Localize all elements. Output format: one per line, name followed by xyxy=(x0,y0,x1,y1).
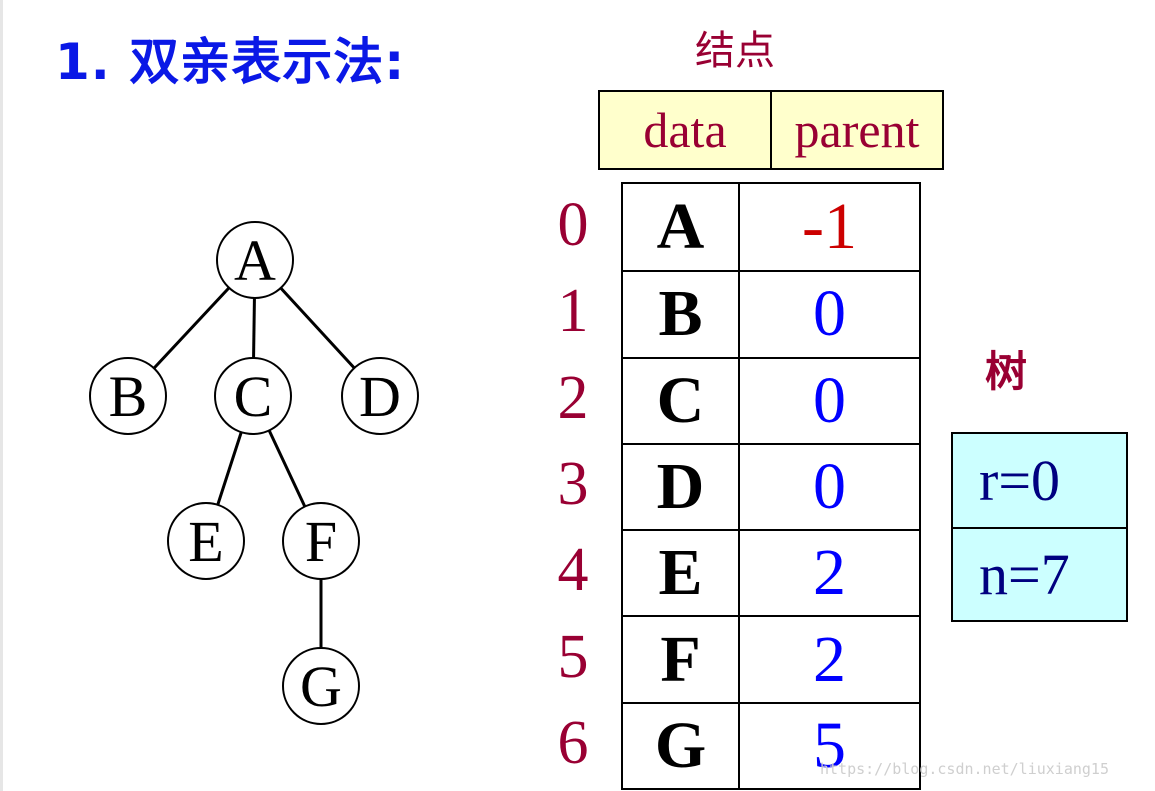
node-count: n=7 xyxy=(953,527,1126,620)
tree-node-label: B xyxy=(109,364,148,429)
node-structure-label: 结点 xyxy=(695,28,775,74)
row-index: 0 xyxy=(557,191,589,259)
tree-node-circle xyxy=(282,647,360,725)
tree-edge-a-b xyxy=(152,286,231,370)
row-data: A xyxy=(623,184,740,271)
tree-edges xyxy=(152,286,356,648)
row-parent: 2 xyxy=(813,536,846,610)
tree-node-circle xyxy=(341,357,419,435)
tree-node-e: E xyxy=(167,502,245,580)
slide-title: 1. 双亲表示法: xyxy=(55,33,406,91)
tree-node-f: F xyxy=(282,502,360,580)
tree-node-circle xyxy=(167,502,245,580)
tree-node-label: A xyxy=(234,228,276,293)
tree-node-a: A xyxy=(216,221,294,299)
row-parent: 0 xyxy=(813,450,846,524)
tree-node-label: G xyxy=(300,654,342,719)
row-data: E xyxy=(623,531,740,616)
tree-node-label: C xyxy=(234,364,273,429)
watermark: https://blog.csdn.net/liuxiang15 xyxy=(820,760,1109,778)
row-data: D xyxy=(623,444,740,530)
row-parent: 0 xyxy=(813,277,846,351)
row-parent: 5 xyxy=(813,708,846,782)
node-structure-header: data parent xyxy=(598,90,944,170)
left-edge xyxy=(0,0,3,791)
tree-node-circle xyxy=(216,221,294,299)
row-data: C xyxy=(623,358,740,443)
tree-diagram: A B C D E F G xyxy=(89,221,419,725)
tree-node-d: D xyxy=(341,357,419,435)
header-field-data: data xyxy=(643,102,727,158)
row-index: 1 xyxy=(557,277,589,346)
row-index: 3 xyxy=(557,449,589,518)
tree-node-g: G xyxy=(282,647,360,725)
root-index: r=0 xyxy=(979,448,1061,513)
tree-edge-c-e xyxy=(216,431,243,506)
table-row: A -1 xyxy=(623,184,919,271)
tree-edge-c-f xyxy=(267,429,307,508)
row-index: 4 xyxy=(557,536,589,605)
tree-node-circle xyxy=(282,502,360,580)
header-field-parent: parent xyxy=(770,92,942,168)
tree-label: 树 xyxy=(985,347,1028,396)
row-parent: 2 xyxy=(813,622,846,696)
tree-node-label: D xyxy=(359,364,401,429)
row-index: 6 xyxy=(557,708,589,777)
tree-node-label: E xyxy=(188,509,223,574)
row-data: G xyxy=(623,703,740,789)
tree-info-box: r=0 n=7 xyxy=(951,432,1128,622)
tree-node-label: F xyxy=(305,509,337,574)
tree-edge-a-d xyxy=(279,286,356,370)
row-parent: 0 xyxy=(813,363,846,437)
tree-node-circle xyxy=(214,357,292,435)
tree-node-b: B xyxy=(89,357,167,435)
row-index: 5 xyxy=(557,622,589,691)
row-index: 2 xyxy=(557,363,589,432)
row-data: B xyxy=(623,272,740,357)
tree-edge-a-c xyxy=(252,297,256,359)
row-parent: -1 xyxy=(802,190,857,264)
row-data: F xyxy=(623,617,740,702)
tree-node-circle xyxy=(89,357,167,435)
tree-nodes: A B C D E F G xyxy=(89,221,419,725)
tree-node-c: C xyxy=(214,357,292,435)
